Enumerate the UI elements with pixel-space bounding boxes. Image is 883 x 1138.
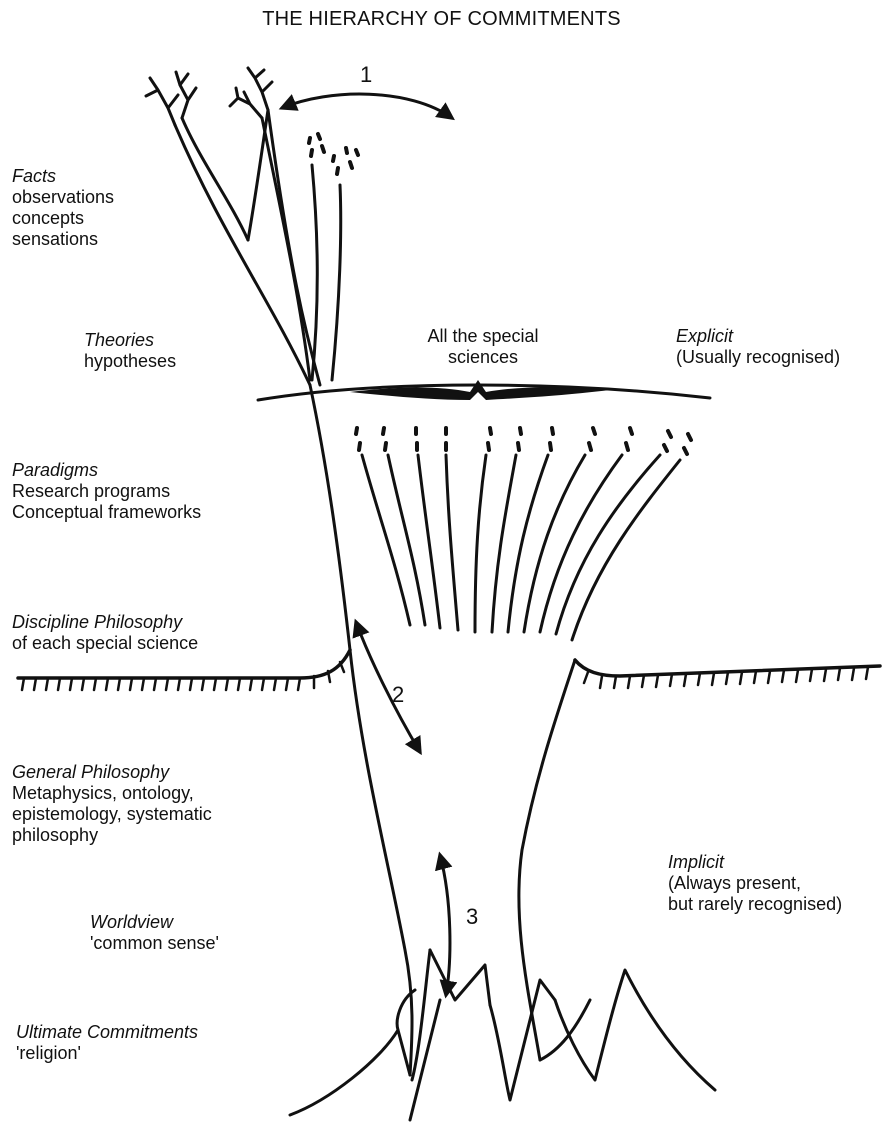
explicit-line: (Usually recognised): [676, 347, 840, 368]
discipline-line: of each special science: [12, 633, 198, 654]
arrow-2-label: 2: [392, 683, 404, 707]
branch-left-inner: [182, 118, 248, 240]
sciences-canopy-thick-left: [350, 380, 610, 400]
general-heading: General Philosophy: [12, 762, 212, 783]
label-worldview: Worldview 'common sense': [90, 912, 219, 954]
arrow-2: [356, 622, 420, 752]
label-paradigms: Paradigms Research programs Conceptual f…: [12, 460, 201, 523]
sciences-line: sciences: [408, 347, 558, 368]
paradigms-heading: Paradigms: [12, 460, 201, 481]
label-explicit: Explicit (Usually recognised): [676, 326, 840, 368]
twig-mid: [230, 68, 272, 118]
label-general-philosophy: General Philosophy Metaphysics, ontology…: [12, 762, 212, 846]
general-line: philosophy: [12, 825, 212, 846]
strand: [475, 455, 486, 632]
root-mid: [490, 980, 555, 1100]
strand: [540, 455, 622, 632]
strand: [388, 455, 425, 625]
root-left: [290, 1030, 410, 1115]
facts-line: sensations: [12, 229, 114, 250]
root-right: [555, 970, 715, 1090]
facts-line: observations: [12, 187, 114, 208]
diagram-title: THE HIERARCHY OF COMMITMENTS: [0, 8, 883, 31]
general-line: epistemology, systematic: [12, 804, 212, 825]
paradigms-line: Research programs: [12, 481, 201, 502]
implicit-heading: Implicit: [668, 852, 842, 873]
strand: [524, 455, 585, 632]
ultimate-heading: Ultimate Commitments: [16, 1022, 198, 1043]
label-facts: Facts observations concepts sensations: [12, 166, 114, 250]
root-left-spike: [430, 950, 490, 1005]
label-ultimate-commitments: Ultimate Commitments 'religion': [16, 1022, 198, 1064]
sciences-line: All the special: [408, 326, 558, 347]
arrow-1-label: 1: [360, 63, 372, 87]
label-theories: Theories hypotheses: [84, 330, 176, 372]
twig-left: [146, 72, 196, 125]
branch-right-pair-2: [332, 185, 341, 380]
discipline-heading: Discipline Philosophy: [12, 612, 198, 633]
theories-heading: Theories: [84, 330, 176, 351]
root-center-spike: [410, 1000, 440, 1120]
implicit-line: but rarely recognised): [668, 894, 842, 915]
ultimate-line: 'religion': [16, 1043, 198, 1064]
trunk-right-edge: [519, 660, 575, 1060]
strand: [446, 455, 458, 630]
strand: [572, 460, 680, 640]
theories-line: hypotheses: [84, 351, 176, 372]
strand: [362, 455, 410, 625]
root-left-inner: [412, 950, 430, 1080]
arrow-3-label: 3: [466, 905, 478, 929]
ground-left: [18, 650, 350, 678]
label-implicit: Implicit (Always present, but rarely rec…: [668, 852, 842, 915]
label-special-sciences: All the special sciences: [408, 326, 558, 368]
label-discipline-philosophy: Discipline Philosophy of each special sc…: [12, 612, 198, 654]
arrow-1: [282, 94, 452, 118]
worldview-heading: Worldview: [90, 912, 219, 933]
general-line: Metaphysics, ontology,: [12, 783, 212, 804]
facts-line: concepts: [12, 208, 114, 229]
branch-right-pair-1: [312, 165, 317, 380]
facts-heading: Facts: [12, 166, 114, 187]
implicit-line: (Always present,: [668, 873, 842, 894]
paradigms-line: Conceptual frameworks: [12, 502, 201, 523]
explicit-heading: Explicit: [676, 326, 840, 347]
worldview-line: 'common sense': [90, 933, 219, 954]
